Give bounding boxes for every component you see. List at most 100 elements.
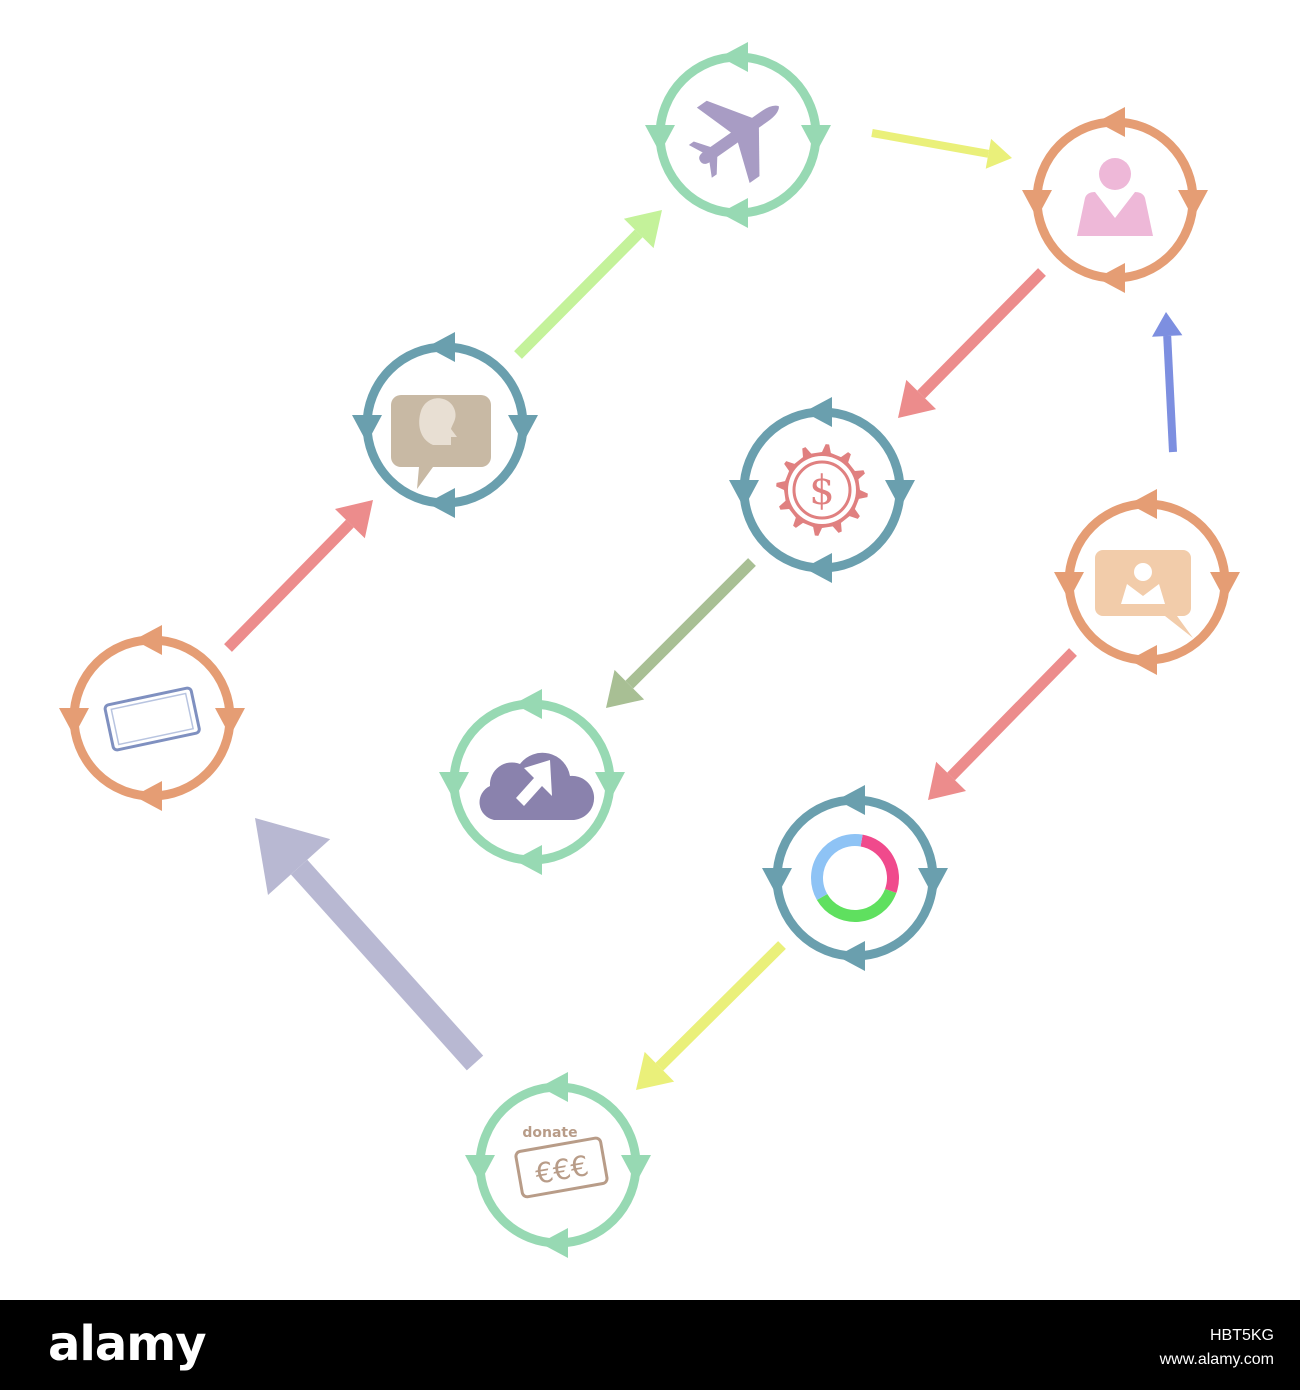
node-donate: donate€€€	[465, 1072, 651, 1258]
ring-arrowhead	[720, 198, 748, 228]
arrow-head	[1152, 312, 1183, 337]
node-user	[1022, 107, 1208, 293]
message-user-body	[1121, 584, 1165, 604]
node-airplane	[645, 42, 831, 228]
ring-arrowhead	[1129, 489, 1157, 519]
arrow-head	[606, 669, 645, 708]
arrow-shaft	[655, 941, 786, 1071]
ring-arrowhead	[804, 397, 832, 427]
donut-segment-pink	[860, 834, 899, 894]
ring-arrowhead	[134, 781, 162, 811]
ring-arrowhead	[762, 868, 792, 896]
ring-arrowhead	[804, 553, 832, 583]
ring-arrowhead	[1022, 190, 1052, 218]
ring-arrowhead	[540, 1072, 568, 1102]
arrow-airplane-to-user	[871, 129, 1012, 169]
ring-arrowhead	[837, 941, 865, 971]
ring-arrowhead	[801, 125, 831, 153]
alamy-logo: alamy	[48, 1316, 207, 1372]
arrow-shaft	[947, 648, 1077, 781]
message-user-head	[1134, 563, 1152, 581]
tail-top	[688, 141, 713, 154]
arrow-head	[928, 761, 967, 800]
ring-arrowhead	[621, 1155, 651, 1183]
dollar-sign: $	[809, 468, 834, 514]
arrow-shaft	[1163, 335, 1177, 453]
ring-arrowhead	[439, 772, 469, 800]
arrow-donut-to-donate	[636, 941, 786, 1090]
airplane-shape	[688, 100, 779, 184]
user-body	[1077, 192, 1153, 236]
chat-head-icon	[391, 395, 491, 489]
ring-arrowhead	[427, 332, 455, 362]
node-tablet	[59, 625, 245, 811]
ring-arrowhead	[514, 689, 542, 719]
wing-top	[696, 100, 754, 134]
user-head	[1099, 158, 1131, 190]
stock-footer-bar: alamy HBT5KG www.alamy.com	[0, 1300, 1300, 1390]
ring-arrowhead	[1097, 107, 1125, 137]
user-icon	[1077, 158, 1153, 236]
ring-arrowhead	[514, 845, 542, 875]
tail-bottom	[709, 154, 718, 178]
message-bubble	[1095, 550, 1193, 638]
arrow-user-to-dollar	[898, 268, 1046, 418]
node-chat-head	[352, 332, 538, 518]
donate-label: donate	[522, 1125, 577, 1141]
ring-arrowhead	[1210, 572, 1240, 600]
image-id: HBT5KG	[1209, 1327, 1274, 1344]
arrow-chat-to-airplane	[514, 210, 662, 359]
ring-arrowhead	[352, 415, 382, 443]
ring-arrowhead	[1129, 645, 1157, 675]
fuselage	[699, 105, 779, 164]
connector-arrows	[224, 129, 1183, 1090]
airplane-icon	[688, 100, 779, 184]
wing-bottom	[737, 126, 760, 184]
arrow-shaft	[625, 558, 756, 689]
cycle-nodes: $ donate€€€	[59, 42, 1240, 1258]
gear-inner	[788, 456, 856, 524]
arrow-shaft	[514, 229, 643, 359]
node-user-message	[1054, 489, 1240, 675]
arrow-shaft	[871, 129, 990, 158]
ring-arrowhead	[1097, 263, 1125, 293]
donut-segment-green	[816, 888, 897, 922]
ring-arrowhead	[427, 488, 455, 518]
arrow-head	[623, 210, 662, 249]
node-donut-chart	[762, 785, 948, 971]
arrow-shaft	[224, 519, 354, 652]
ring-arrowhead	[837, 785, 865, 815]
arrow-dollar-to-cloud	[606, 558, 756, 708]
donut-segment-blue	[811, 834, 863, 900]
tablet-screen	[110, 692, 195, 746]
arrow-donate-to-tablet	[255, 818, 484, 1071]
ring-arrowhead	[508, 415, 538, 443]
cycle-ring	[772, 795, 938, 961]
ring-arrowhead	[720, 42, 748, 72]
ring-arrowhead	[465, 1155, 495, 1183]
dollar-gear-icon: $	[776, 444, 868, 536]
ring-arrowhead	[885, 480, 915, 508]
arrow-head	[255, 818, 331, 896]
tablet-body	[103, 686, 201, 752]
node-dollar-gear: $	[729, 397, 915, 583]
arrow-tablet-to-chat	[224, 500, 373, 652]
site-url: www.alamy.com	[1159, 1351, 1274, 1368]
gear-ring	[792, 460, 852, 520]
node-cloud-upload	[439, 689, 625, 875]
tablet-icon	[103, 686, 201, 752]
cloud-upload-icon	[479, 752, 595, 820]
head-silhouette	[419, 398, 457, 445]
ring-arrowhead	[918, 868, 948, 896]
cycle-ring	[69, 635, 235, 801]
ring-arrowhead	[540, 1228, 568, 1258]
process-cycle-diagram: $ donate€€€	[59, 42, 1240, 1258]
upload-arrow	[516, 760, 552, 806]
arrow-shaft	[290, 859, 484, 1071]
ring-arrowhead	[729, 480, 759, 508]
arrow-head	[334, 500, 373, 539]
ring-arrowhead	[1178, 190, 1208, 218]
arrow-message-to-donut	[928, 648, 1077, 800]
arrow-head	[636, 1051, 675, 1090]
arrow-head	[985, 138, 1012, 169]
